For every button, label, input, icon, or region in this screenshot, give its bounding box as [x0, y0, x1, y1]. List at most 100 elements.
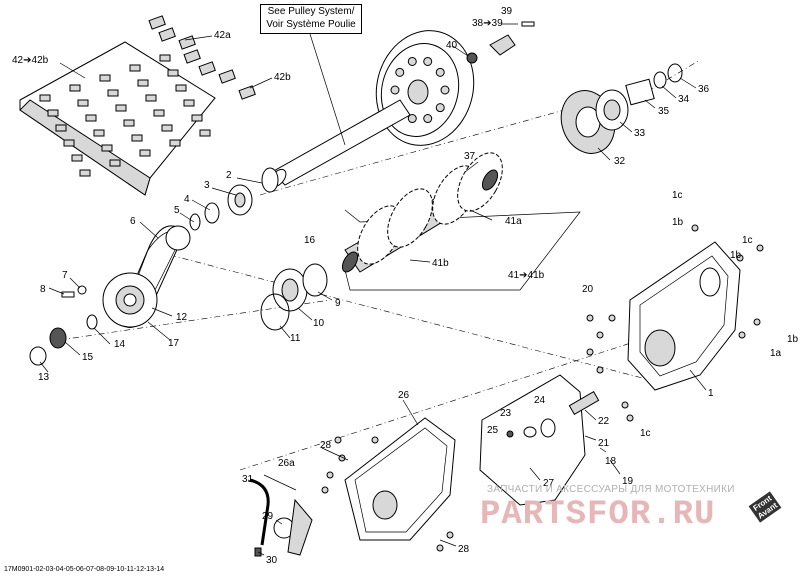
track-clip — [129, 64, 141, 72]
track-clip — [79, 169, 91, 177]
track-clip — [101, 144, 113, 152]
track-clip — [63, 139, 75, 147]
label-l1b_top: 1b — [672, 217, 684, 228]
gasket — [479, 374, 586, 506]
label-l4: 4 — [184, 194, 190, 205]
label-l30: 30 — [266, 555, 278, 566]
bolt — [608, 314, 616, 322]
label-l39: 39 — [501, 6, 513, 17]
leader-lines — [39, 23, 707, 556]
track-clip — [145, 94, 157, 102]
pulley-hole — [435, 67, 445, 77]
label-l1b_mid: 1b — [730, 250, 742, 261]
bolt — [621, 401, 629, 409]
pulley-system-callout: See Pulley System/ Voir Système Poulie — [260, 4, 362, 34]
label-l37: 37 — [464, 151, 476, 162]
pulley-hole — [423, 56, 433, 66]
label-l33: 33 — [634, 128, 646, 139]
label-l32: 32 — [614, 156, 626, 167]
track-clip — [175, 84, 187, 92]
label-l34: 34 — [678, 94, 690, 105]
bolt — [321, 486, 329, 494]
label-l41range: 41➔41b — [508, 270, 545, 281]
label-l14: 14 — [114, 339, 126, 350]
fasteners — [321, 224, 764, 552]
label-l6: 6 — [130, 216, 136, 227]
label-l15: 15 — [82, 352, 94, 363]
bolt — [586, 348, 594, 356]
bolt — [436, 544, 444, 552]
bolt — [736, 254, 744, 262]
bolt — [586, 314, 594, 322]
label-l1c_bottom: 1c — [640, 428, 651, 439]
drive-sprocket — [387, 188, 433, 248]
tensioner-assembly — [506, 390, 600, 438]
track-clip — [169, 139, 181, 147]
label-l42a: 42a — [214, 30, 231, 41]
pulley-hole — [390, 85, 400, 95]
label-l23: 23 — [500, 408, 512, 419]
label-l1a: 1a — [770, 348, 782, 359]
figure-code: 17M0901-02-03-04-05-06-07-08-09-10-11-12… — [4, 566, 165, 573]
pulley-hole — [407, 114, 417, 124]
label-l25: 25 — [487, 425, 499, 436]
bolt — [326, 471, 334, 479]
label-l26: 26 — [398, 390, 410, 401]
chaincase-cover — [344, 417, 456, 541]
track-clip — [159, 54, 171, 62]
label-l1: 1 — [708, 388, 714, 399]
track-clip — [93, 129, 105, 137]
assembly-axis-lines — [59, 59, 701, 471]
label-l8: 8 — [40, 284, 46, 295]
label-l1b_right: 1b — [787, 334, 799, 345]
track-clip — [191, 114, 203, 122]
bolt — [596, 331, 604, 339]
track-clips-42 — [19, 41, 216, 196]
loose-clips — [148, 15, 256, 100]
track-clip — [69, 84, 81, 92]
pulley-hole — [407, 56, 417, 66]
watermark-caption: ЗАПЧАСТИ И АКСЕССУАРЫ ДЛЯ МОТОТЕХНИКИ — [487, 484, 735, 495]
track-clip — [199, 129, 211, 137]
pulley-hole — [435, 103, 445, 113]
track-clip — [39, 94, 51, 102]
bearings-left — [189, 167, 328, 331]
label-l17: 17 — [168, 338, 180, 349]
watermark-logo: PARTSFOR.RU — [480, 496, 716, 534]
label-l28_bottom: 28 — [458, 544, 470, 555]
label-l1c_right: 1c — [742, 235, 753, 246]
track-clip — [71, 154, 83, 162]
track-clip — [167, 69, 179, 77]
track-clip — [183, 99, 195, 107]
bolt — [446, 531, 454, 539]
label-l9: 9 — [335, 298, 341, 309]
jackshaft — [269, 99, 411, 188]
label-l20: 20 — [582, 284, 594, 295]
label-l28_top: 28 — [320, 440, 332, 451]
track-clip — [115, 104, 127, 112]
bolt — [626, 414, 634, 422]
bolt — [596, 366, 604, 374]
pulley-hole — [423, 114, 433, 124]
label-l5: 5 — [174, 205, 180, 216]
oil-dipstick — [249, 478, 313, 557]
label-l21: 21 — [598, 438, 610, 449]
label-l40: 40 — [446, 40, 458, 51]
drive-axle-41 — [341, 152, 503, 273]
pulley-hole — [395, 67, 405, 77]
label-l10: 10 — [313, 318, 325, 329]
bolt — [334, 436, 342, 444]
track-clip — [131, 134, 143, 142]
bolt — [691, 224, 699, 232]
callout-line-1: See Pulley System/ — [267, 6, 355, 17]
label-l7: 7 — [62, 270, 68, 281]
track-clip — [55, 124, 67, 132]
label-l31: 31 — [242, 474, 254, 485]
track-clip — [137, 79, 149, 87]
label-l19: 19 — [622, 476, 634, 487]
label-l22: 22 — [598, 416, 610, 427]
track-clip — [153, 109, 165, 117]
part-number-labels: 42➔42b42a42b11a1b1b1b1c1c1c2345678910111… — [12, 6, 799, 566]
driven-pulley — [375, 30, 475, 146]
track-clip — [77, 99, 89, 107]
